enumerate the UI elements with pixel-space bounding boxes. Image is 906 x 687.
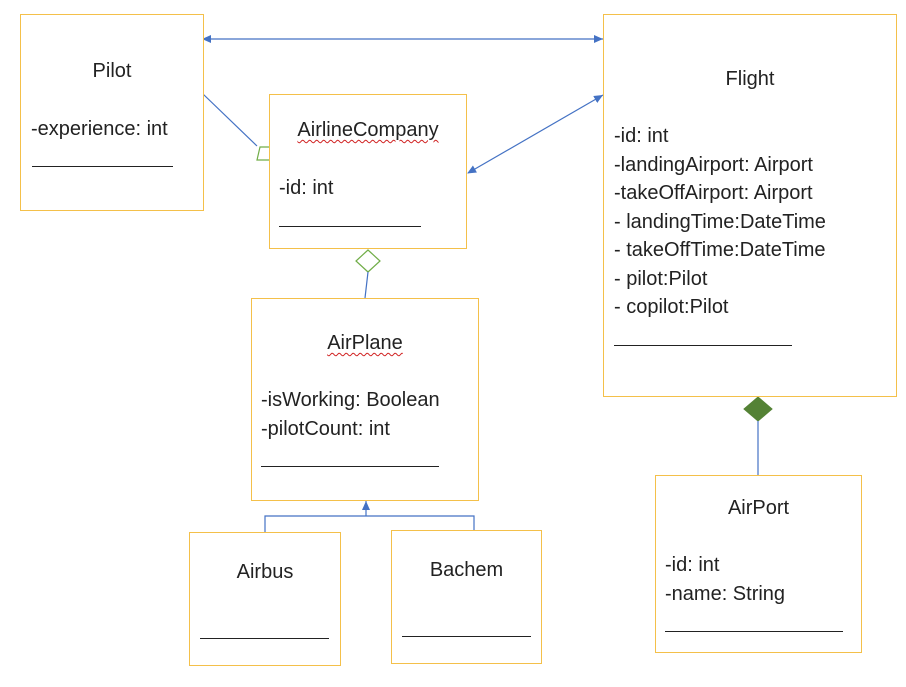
class-flight-attr-takeoff-airport: -takeOffAirport: Airport — [614, 182, 813, 204]
class-flight-attr-landing-time: - landingTime:DateTime — [614, 211, 826, 233]
class-airport[interactable]: AirPort -id: int -name: String — [655, 475, 862, 653]
class-bachem-separator — [402, 636, 531, 637]
class-pilot-separator — [32, 166, 173, 167]
class-airbus-name: Airbus — [236, 561, 294, 583]
class-airplane-attr-is-working: -isWorking: Boolean — [261, 389, 440, 411]
class-airline-company[interactable]: AirlineCompany -id: int — [269, 94, 467, 249]
class-bachem[interactable]: Bachem — [391, 530, 542, 664]
aggregation-line-pilot — [202, 93, 258, 147]
class-flight-attr-landing-airport: -landingAirport: Airport — [614, 154, 813, 176]
class-airbus-separator — [200, 638, 329, 639]
class-flight-attr-id: -id: int — [614, 125, 669, 147]
composition-diamond-flight — [743, 396, 773, 422]
association-airline-flight — [467, 94, 604, 174]
aggregation-line-airplane — [364, 271, 369, 299]
aggregation-diamond-airplane — [355, 249, 381, 273]
class-flight-separator — [614, 345, 792, 346]
class-flight-attr-pilot: - pilot:Pilot — [614, 268, 708, 290]
class-pilot[interactable]: Pilot -experience: int — [20, 14, 204, 211]
class-pilot-attr-experience: -experience: int — [31, 118, 168, 140]
class-airplane-name: AirPlane — [327, 332, 403, 354]
class-airline-company-attr-id: -id: int — [279, 177, 334, 199]
class-airbus[interactable]: Airbus — [189, 532, 341, 666]
class-airplane-separator — [261, 466, 439, 467]
class-airport-attr-id: -id: int — [665, 554, 720, 576]
class-airline-company-name: AirlineCompany — [297, 119, 439, 141]
class-bachem-name: Bachem — [429, 559, 504, 581]
inheritance-line-bachem — [366, 515, 475, 530]
class-airplane[interactable]: AirPlane -isWorking: Boolean -pilotCount… — [251, 298, 479, 501]
class-airport-name: AirPort — [727, 497, 790, 519]
class-pilot-name: Pilot — [92, 60, 132, 82]
class-airport-attr-name: -name: String — [665, 583, 786, 605]
class-airplane-attr-pilot-count: -pilotCount: int — [261, 418, 390, 440]
class-flight-attr-copilot: - copilot:Pilot — [614, 296, 729, 318]
class-flight-name: Flight — [725, 68, 775, 90]
class-flight[interactable]: Flight -id: int -landingAirport: Airport… — [603, 14, 897, 397]
class-flight-attr-takeoff-time: - takeOffTime:DateTime — [614, 239, 826, 261]
class-airport-separator — [665, 631, 843, 632]
class-airline-company-separator — [279, 226, 421, 227]
inheritance-line-airbus — [264, 515, 366, 532]
